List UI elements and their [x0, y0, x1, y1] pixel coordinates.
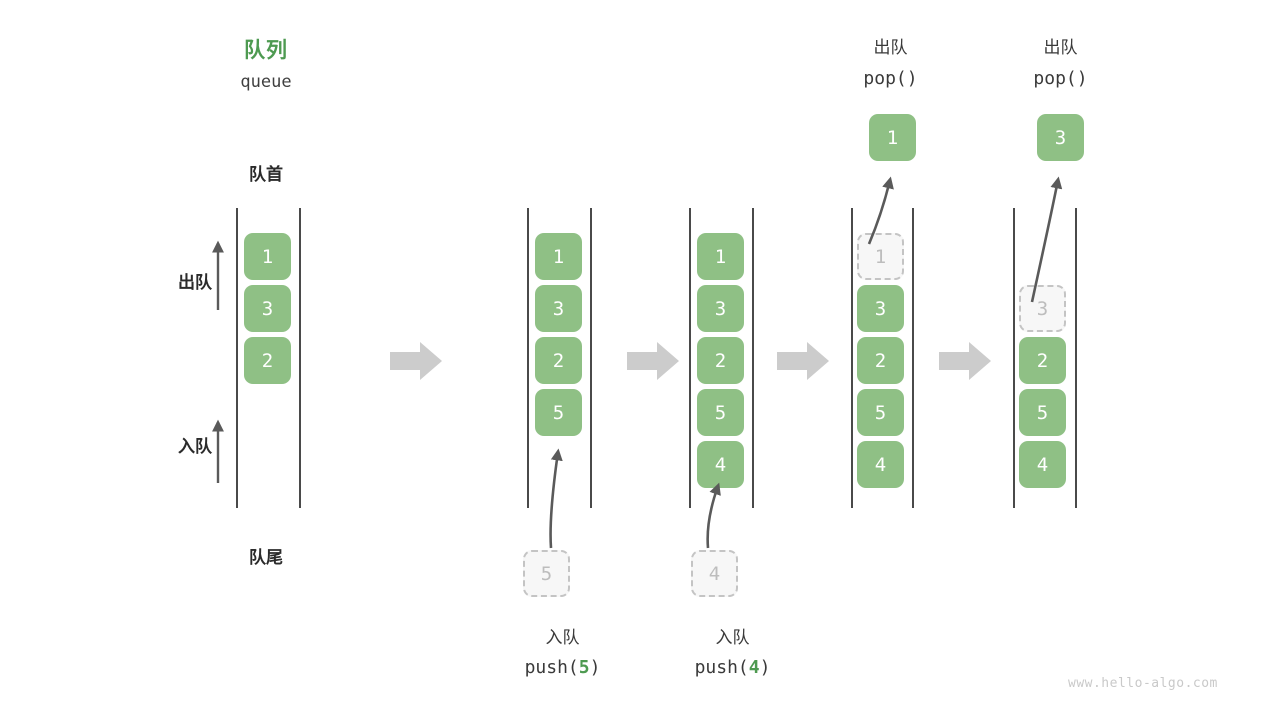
queue-cell-ghost: 3 [1019, 285, 1066, 332]
push-code-prefix: push( [524, 657, 579, 678]
queue-cell: 5 [857, 389, 904, 436]
step-arrow [627, 342, 679, 380]
queue-cell-ghost: 1 [857, 233, 904, 280]
push-caption-cn: 入队 [545, 628, 580, 648]
head-label: 队首 [249, 165, 283, 185]
queue-rail-left [236, 208, 238, 508]
popped-cell: 3 [1037, 114, 1084, 161]
pop-header-code: pop() [863, 68, 918, 89]
pop-arrow [1030, 176, 1063, 303]
queue-cell: 1 [697, 233, 744, 280]
push-code-value: 5 [578, 657, 590, 678]
queue-cell: 4 [697, 441, 744, 488]
pop-header-code: pop() [1033, 68, 1088, 89]
queue-cell: 2 [697, 337, 744, 384]
queue-cell: 4 [857, 441, 904, 488]
push-code-suffix: ) [759, 657, 771, 678]
queue-cell: 3 [857, 285, 904, 332]
queue-rail-right [299, 208, 301, 508]
push-caption-cn: 入队 [715, 628, 750, 648]
queue-rail-left [527, 208, 529, 508]
step-arrow [390, 342, 442, 380]
queue-rail-left [1013, 208, 1015, 508]
step-arrow [939, 342, 991, 380]
queue-title-en: queue [240, 72, 292, 92]
watermark: www.hello-algo.com [1068, 676, 1218, 691]
queue-cell: 5 [535, 389, 582, 436]
queue-rail-left [851, 208, 853, 508]
push-code-value: 4 [748, 657, 760, 678]
push-code-prefix: push( [694, 657, 749, 678]
push-code-suffix: ) [589, 657, 601, 678]
queue-cell: 3 [697, 285, 744, 332]
dequeue-direction-label: 出队 [178, 273, 212, 293]
queue-cell: 2 [1019, 337, 1066, 384]
push-arrow [549, 448, 563, 549]
queue-cell: 1 [535, 233, 582, 280]
queue-cell: 2 [857, 337, 904, 384]
queue-cell: 1 [244, 233, 291, 280]
push-caption-code: push(4) [660, 657, 805, 678]
queue-cell: 3 [535, 285, 582, 332]
queue-rail-left [689, 208, 691, 508]
queue-rail-right [590, 208, 592, 508]
push-caption-code: push(5) [490, 657, 635, 678]
queue-rail-right [752, 208, 754, 508]
pop-header-cn: 出队 [1043, 38, 1078, 58]
tail-label: 队尾 [249, 548, 283, 568]
queue-cell: 3 [244, 285, 291, 332]
queue-title-cn: 队列 [244, 38, 288, 62]
enqueue-direction-label: 入队 [178, 437, 212, 457]
incoming-cell: 4 [691, 550, 738, 597]
push-arrow [706, 482, 721, 549]
queue-cell: 2 [535, 337, 582, 384]
step-arrow [777, 342, 829, 380]
queue-cell: 2 [244, 337, 291, 384]
pop-header-cn: 出队 [873, 38, 908, 58]
queue-rail-right [1075, 208, 1077, 508]
popped-cell: 1 [869, 114, 916, 161]
queue-cell: 5 [697, 389, 744, 436]
queue-rail-right [912, 208, 914, 508]
queue-cell: 5 [1019, 389, 1066, 436]
queue-cell: 4 [1019, 441, 1066, 488]
incoming-cell: 5 [523, 550, 570, 597]
